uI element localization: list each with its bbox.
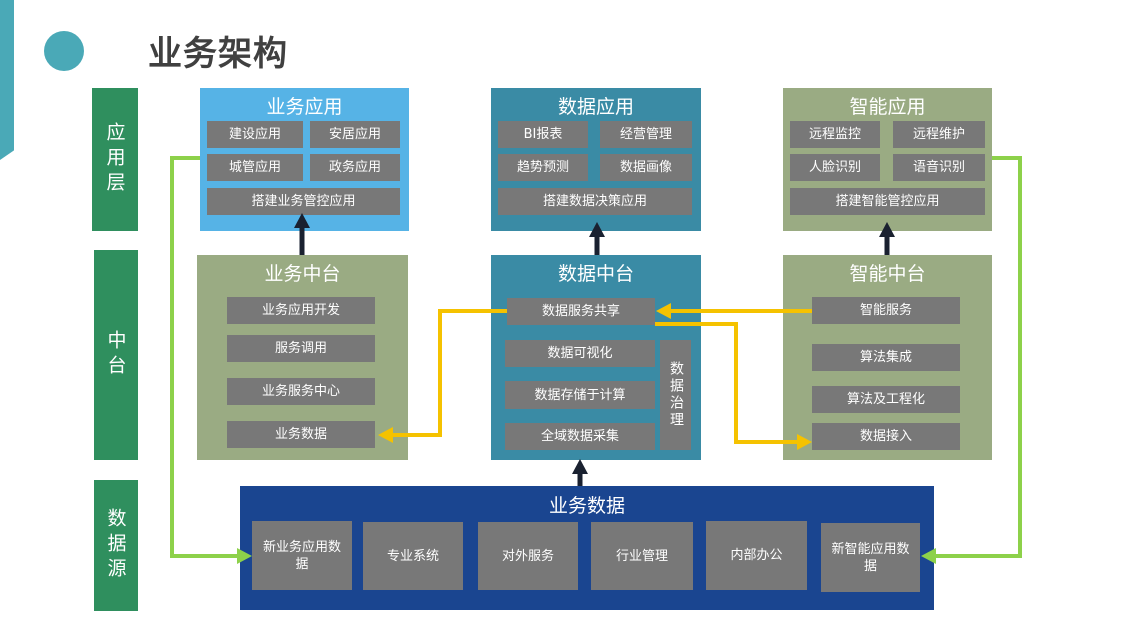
data-mid-item: 数据存储于计算 <box>505 381 655 409</box>
business-data-panel: 业务数据 新业务应用数据 专业系统 对外服务 行业管理 内部办公 新智能应用数据 <box>240 486 934 610</box>
layer-label-middle: 中台 <box>94 250 138 460</box>
data-mid-item: 全域数据采集 <box>505 423 655 450</box>
up-arrow <box>294 213 310 255</box>
data-governance-box: 数据治理 <box>660 340 691 450</box>
business-mid-item: 服务调用 <box>227 335 375 362</box>
smart-app-title: 智能应用 <box>849 96 926 118</box>
data-app-footer: 搭建数据决策应用 <box>498 188 692 215</box>
data-mid-title: 数据中台 <box>557 263 634 285</box>
business-app-item: 政务应用 <box>310 154 400 181</box>
smart-app-item: 远程监控 <box>790 121 880 148</box>
data-mid-item: 数据服务共享 <box>507 298 655 325</box>
smart-mid-item: 算法集成 <box>812 344 960 371</box>
smart-app-item: 人脸识别 <box>790 154 880 181</box>
smart-mid-item: 数据接入 <box>812 423 960 450</box>
layer-label-application: 应用层 <box>92 88 138 231</box>
up-arrow <box>879 222 895 255</box>
green-arrow-right <box>921 156 1022 564</box>
business-app-item: 安居应用 <box>310 121 400 148</box>
smart-mid-item: 算法及工程化 <box>812 386 960 413</box>
data-mid-panel: 数据中台 数据服务共享 数据可视化 数据存储于计算 全域数据采集 数据治理 <box>491 255 701 460</box>
data-app-item: 经营管理 <box>600 121 692 148</box>
smart-app-panel: 智能应用 远程监控 远程维护 人脸识别 语音识别 搭建智能管控应用 <box>783 88 992 231</box>
data-mid-item: 数据可视化 <box>505 340 655 367</box>
business-data-item: 对外服务 <box>478 522 578 590</box>
business-app-panel: 业务应用 建设应用 安居应用 城管应用 政务应用 搭建业务管控应用 <box>200 88 409 231</box>
smart-app-item: 语音识别 <box>893 154 985 181</box>
layer-label-data-source: 数据源 <box>94 480 138 611</box>
up-arrow <box>589 222 605 255</box>
data-app-item: 趋势预测 <box>498 154 588 181</box>
up-arrow <box>572 459 588 486</box>
page-title: 业务架构 <box>148 34 288 74</box>
yellow-arrow-to-data-share <box>656 303 812 319</box>
business-app-title: 业务应用 <box>266 96 343 118</box>
business-data-title: 业务数据 <box>548 495 625 517</box>
business-data-item: 新业务应用数据 <box>252 521 352 590</box>
data-app-panel: 数据应用 BI报表 经营管理 趋势预测 数据画像 搭建数据决策应用 <box>491 88 701 231</box>
business-mid-title: 业务中台 <box>264 263 341 285</box>
business-app-footer: 搭建业务管控应用 <box>207 188 400 215</box>
business-data-item: 专业系统 <box>363 522 463 590</box>
yellow-arrow-to-business-data <box>378 309 507 443</box>
data-app-item: BI报表 <box>498 121 588 148</box>
business-data-item: 新智能应用数据 <box>821 523 920 592</box>
business-mid-item: 业务服务中心 <box>227 378 375 405</box>
title-bullet-icon <box>44 31 84 71</box>
green-arrow-left <box>170 156 252 564</box>
smart-app-footer: 搭建智能管控应用 <box>790 188 985 215</box>
business-app-item: 建设应用 <box>207 121 303 148</box>
business-mid-item: 业务数据 <box>227 421 375 448</box>
header-accent-bar <box>0 0 14 160</box>
smart-app-item: 远程维护 <box>893 121 985 148</box>
business-app-item: 城管应用 <box>207 154 303 181</box>
smart-mid-title: 智能中台 <box>849 263 926 285</box>
business-mid-item: 业务应用开发 <box>227 297 375 324</box>
business-mid-panel: 业务中台 业务应用开发 服务调用 业务服务中心 业务数据 <box>197 255 408 460</box>
yellow-arrow-to-data-ingest <box>655 322 812 450</box>
smart-mid-item: 智能服务 <box>812 297 960 324</box>
smart-mid-panel: 智能中台 智能服务 算法集成 算法及工程化 数据接入 <box>783 255 992 460</box>
business-data-item: 内部办公 <box>706 521 807 590</box>
data-app-item: 数据画像 <box>600 154 692 181</box>
data-app-title: 数据应用 <box>557 96 634 118</box>
business-data-item: 行业管理 <box>591 522 693 590</box>
